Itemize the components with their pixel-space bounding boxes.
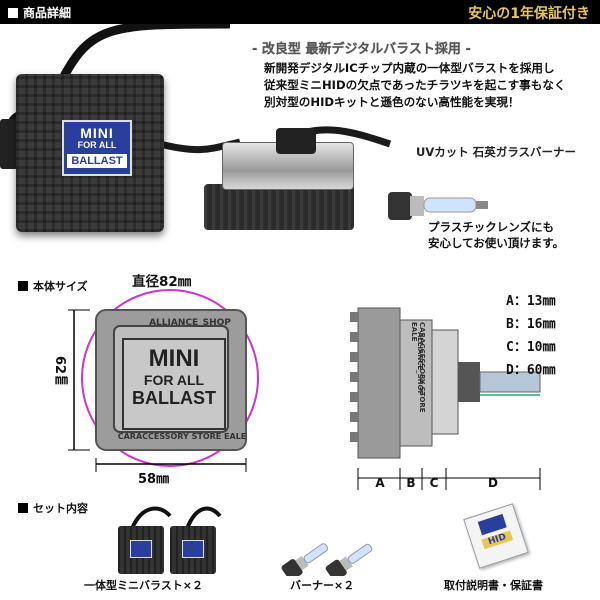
ballast-photo: MINI FOR ALL BALLAST <box>12 68 170 236</box>
set-ballast-1 <box>118 526 164 574</box>
set-ballast-2 <box>170 526 216 574</box>
drawing-logo-forall: FOR ALL <box>143 372 205 388</box>
set-manual: HID <box>463 503 529 569</box>
width-label: 58㎜ <box>138 472 170 487</box>
bulb-caption: UVカット 石英ガラスバーナー <box>416 145 577 159</box>
spec-b: B：16㎜ <box>506 317 556 332</box>
spec-a: A：13㎜ <box>506 294 556 309</box>
ballast-bottom-text: CARACCESSORY STORE EALE <box>117 432 247 441</box>
ballast-logo: MINI FOR ALL BALLAST <box>62 120 132 176</box>
ballast-top-text: ALLIANCE_SHOP <box>149 318 231 328</box>
set-section-title: セット内容 <box>18 500 88 516</box>
description-line: 従来型ミニHIDの欠点であったチラツキを起こす事もなく <box>264 78 566 92</box>
drawing-logo-ballast: BALLAST <box>132 388 216 408</box>
header-title-group: 商品詳細 <box>8 4 71 21</box>
item-label-ballast: 一体型ミニバラスト×２ <box>84 579 203 592</box>
item-label-burner: バーナー×２ <box>290 579 355 592</box>
igniter-connector <box>276 128 316 154</box>
spec-c: C：10㎜ <box>506 340 556 355</box>
ruler-d: D <box>488 476 498 490</box>
diameter-circle <box>81 289 259 467</box>
square-bullet-icon <box>8 7 18 18</box>
item-label-manual: 取付説明書・保証書 <box>444 579 543 592</box>
logo-line-mini: MINI <box>80 125 114 141</box>
description: 新開発デジタルICチップ内蔵の一体型バラストを採用し 従来型ミニHIDの欠点であ… <box>264 60 598 111</box>
logo-line-ballast: BALLAST <box>67 154 127 168</box>
igniter-base <box>204 184 354 230</box>
subtitle: - 改良型 最新デジタルバラスト採用 - <box>252 42 471 57</box>
plastic-note: プラスチックレンズにも 安心してお使い頂けます。 <box>428 219 564 251</box>
set-bulbs <box>281 543 373 576</box>
diameter-label: 直径82㎜ <box>132 274 192 290</box>
drawing-logo-mini: MINI <box>148 345 200 372</box>
igniter-photo <box>200 128 362 234</box>
square-bullet-icon <box>18 281 28 291</box>
ruler-a: A <box>375 476 385 490</box>
size-section-title: 本体サイズ <box>18 278 88 294</box>
ruler-c: C <box>429 476 439 490</box>
ballast-drawing-logo: MINI FOR ALL BALLAST <box>122 338 226 430</box>
square-bullet-icon <box>18 503 28 513</box>
header-bar: 商品詳細 安心の1年保証付き <box>0 0 600 24</box>
description-line: 新開発デジタルICチップ内蔵の一体型バラストを採用し <box>264 61 555 75</box>
dimension-specs: A：13㎜ B：16㎜ C：10㎜ D：60㎜ <box>506 290 555 382</box>
side-text-1: ALLIANCE_SHOP <box>416 332 424 396</box>
set-ballast-logo <box>130 540 152 558</box>
header-title: 商品詳細 <box>23 6 72 20</box>
ruler-b: B <box>406 476 416 490</box>
set-ballast-logo <box>182 540 204 558</box>
side-text-2: CARACCESSORY STORE EALE <box>410 322 426 413</box>
logo-line-forall: FOR ALL <box>77 140 117 150</box>
bulb-photo <box>388 192 488 220</box>
spec-d: D：60㎜ <box>506 363 556 378</box>
warranty-label: 安心の1年保証付き <box>468 6 590 22</box>
side-view-drawing <box>350 307 541 490</box>
height-label: 62㎜ <box>52 356 67 388</box>
plastic-note-line: プラスチックレンズにも <box>428 220 555 234</box>
description-line: 別対型のHIDキットと遜色のない高性能を実現！ <box>264 95 520 109</box>
plastic-note-line: 安心してお使い頂けます。 <box>428 236 565 250</box>
